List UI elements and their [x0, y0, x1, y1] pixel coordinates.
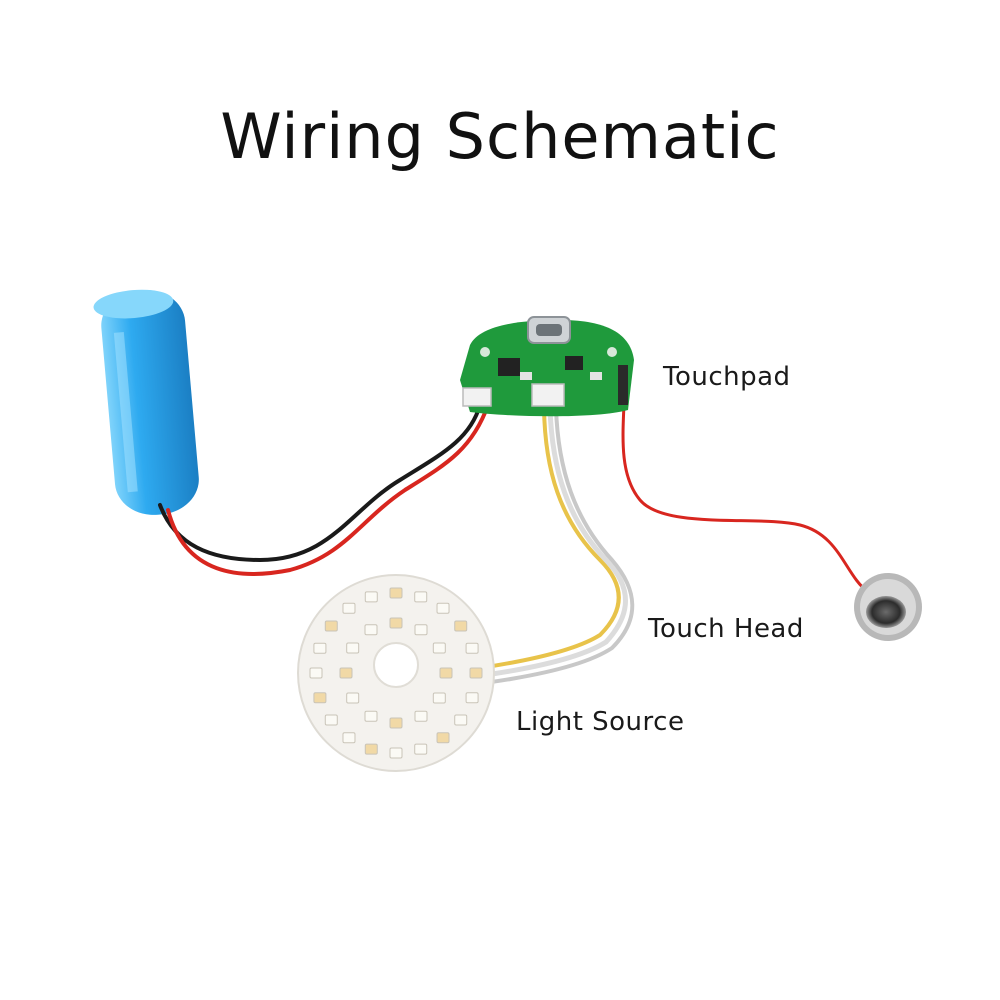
led-chip — [389, 717, 403, 729]
led-chip — [324, 714, 338, 726]
led-ring — [297, 574, 495, 772]
led-chip — [465, 692, 479, 704]
led-chip — [324, 620, 338, 632]
led-chip — [439, 667, 453, 679]
led-chip — [364, 710, 378, 722]
led-chip — [432, 692, 446, 704]
led-chip — [414, 591, 428, 603]
led-chip — [346, 642, 360, 654]
led-chip — [432, 642, 446, 654]
label-light-source: Light Source — [516, 707, 685, 737]
led-chip — [389, 587, 403, 599]
led-chip — [346, 692, 360, 704]
led-chip — [414, 743, 428, 755]
label-touch-head: Touch Head — [648, 614, 804, 644]
led-chip — [454, 620, 468, 632]
page-title: Wiring Schematic — [220, 100, 780, 173]
led-chip — [342, 602, 356, 614]
battery — [93, 289, 199, 515]
led-chip — [454, 714, 468, 726]
touchpad-pcb — [460, 316, 634, 417]
led-chip — [313, 692, 327, 704]
led-chip — [339, 667, 353, 679]
led-chip — [364, 624, 378, 636]
led-chip — [436, 602, 450, 614]
led-chip — [465, 642, 479, 654]
led-chip — [469, 667, 483, 679]
led-chip — [342, 732, 356, 744]
led-chip — [389, 617, 403, 629]
led-chip — [414, 710, 428, 722]
led-chip — [364, 743, 378, 755]
touch-wire — [621, 370, 870, 594]
battery-wires — [158, 403, 490, 576]
led-chip — [414, 624, 428, 636]
touch-head — [854, 573, 922, 641]
led-chip — [436, 732, 450, 744]
led-chip — [313, 642, 327, 654]
label-touchpad: Touchpad — [663, 362, 791, 392]
led-chip — [364, 591, 378, 603]
led-chip — [389, 747, 403, 759]
led-chip — [309, 667, 323, 679]
